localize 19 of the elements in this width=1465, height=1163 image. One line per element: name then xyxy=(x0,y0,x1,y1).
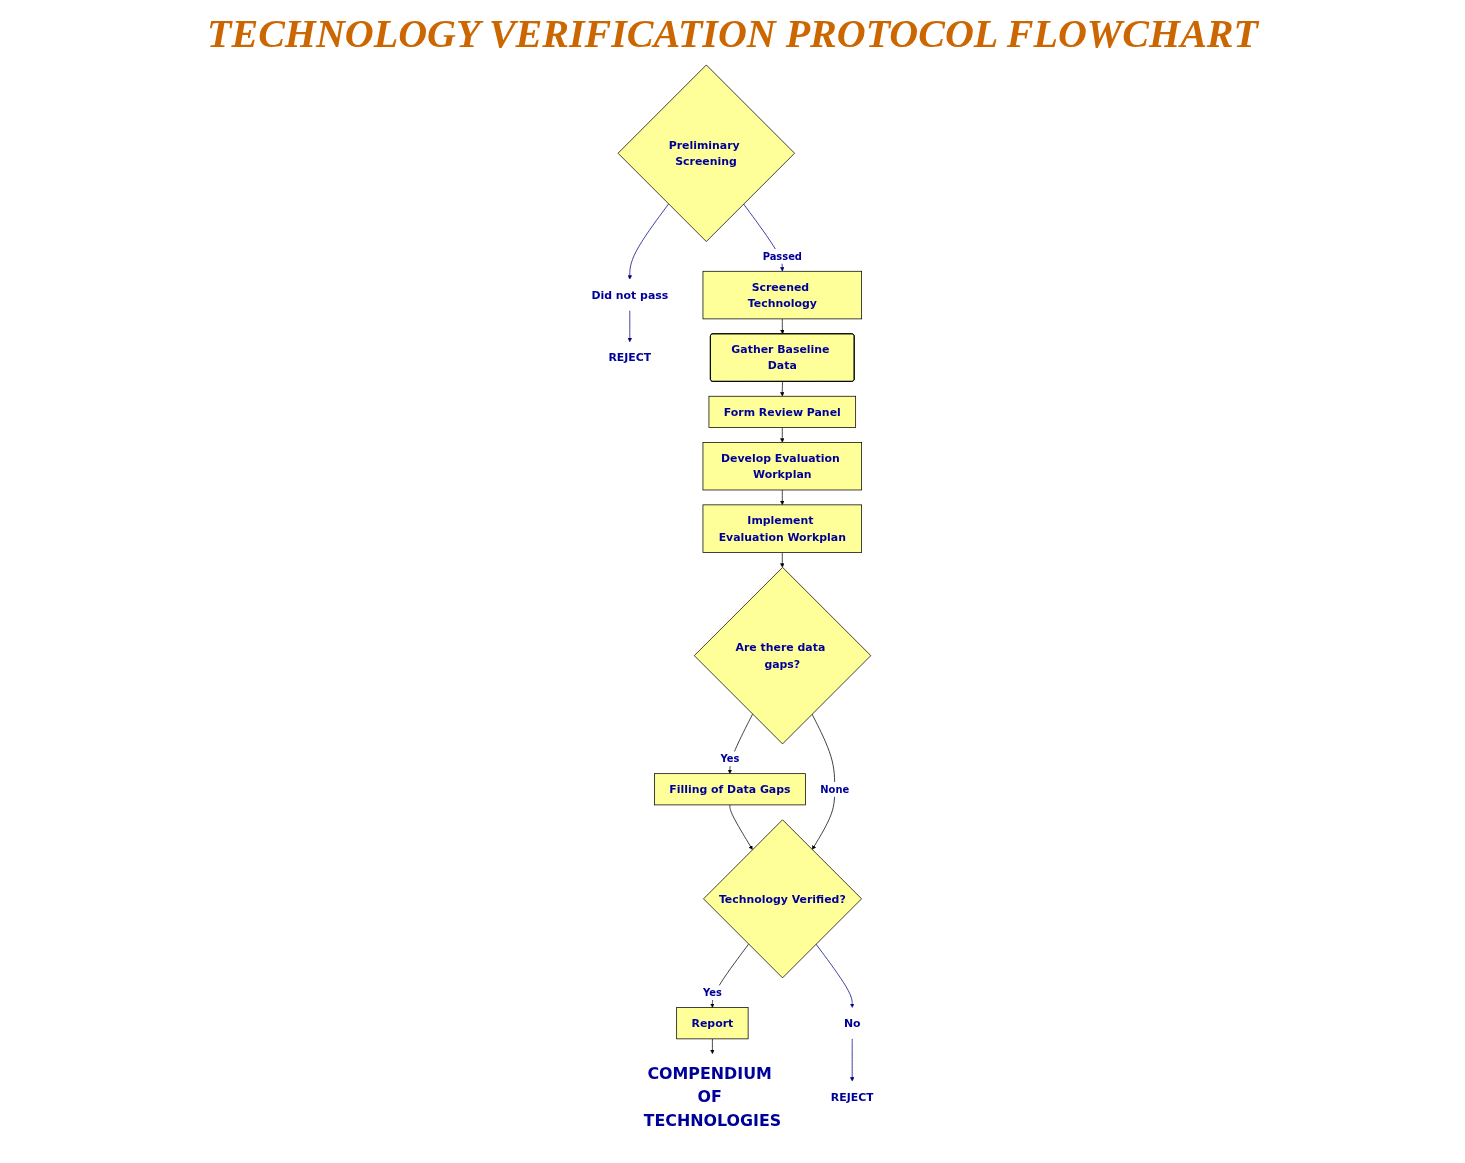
node-diamond: Preliminary Screening xyxy=(617,64,795,242)
edge-label: Yes xyxy=(720,752,740,765)
node-box: Implement Evaluation Workplan xyxy=(702,504,862,553)
edge-label: Passed xyxy=(762,250,802,263)
diagram-title: TECHNOLOGY VERIFICATION PROTOCOL FLOWCHART xyxy=(206,10,1261,57)
edge-label: None xyxy=(820,783,850,796)
node-text: No xyxy=(843,1017,861,1030)
node-box: Form Review Panel xyxy=(708,395,857,428)
node-text: REJECT xyxy=(608,351,652,364)
node-diamond: Technology Verified? xyxy=(703,819,862,979)
node-box: Report xyxy=(676,1007,749,1040)
node-box: Screened Technology xyxy=(702,270,862,320)
node-diamond: Are there data gaps? xyxy=(693,567,872,745)
node-text: Did not pass xyxy=(591,288,669,302)
node-box: Filling of Data Gaps xyxy=(654,773,806,806)
node-box: Develop Evaluation Workplan xyxy=(702,442,862,491)
node-text: REJECT xyxy=(830,1090,874,1104)
edge-label: Yes xyxy=(702,986,722,999)
node-text: COMPENDIUM OF TECHNOLOGIES xyxy=(643,1063,782,1131)
